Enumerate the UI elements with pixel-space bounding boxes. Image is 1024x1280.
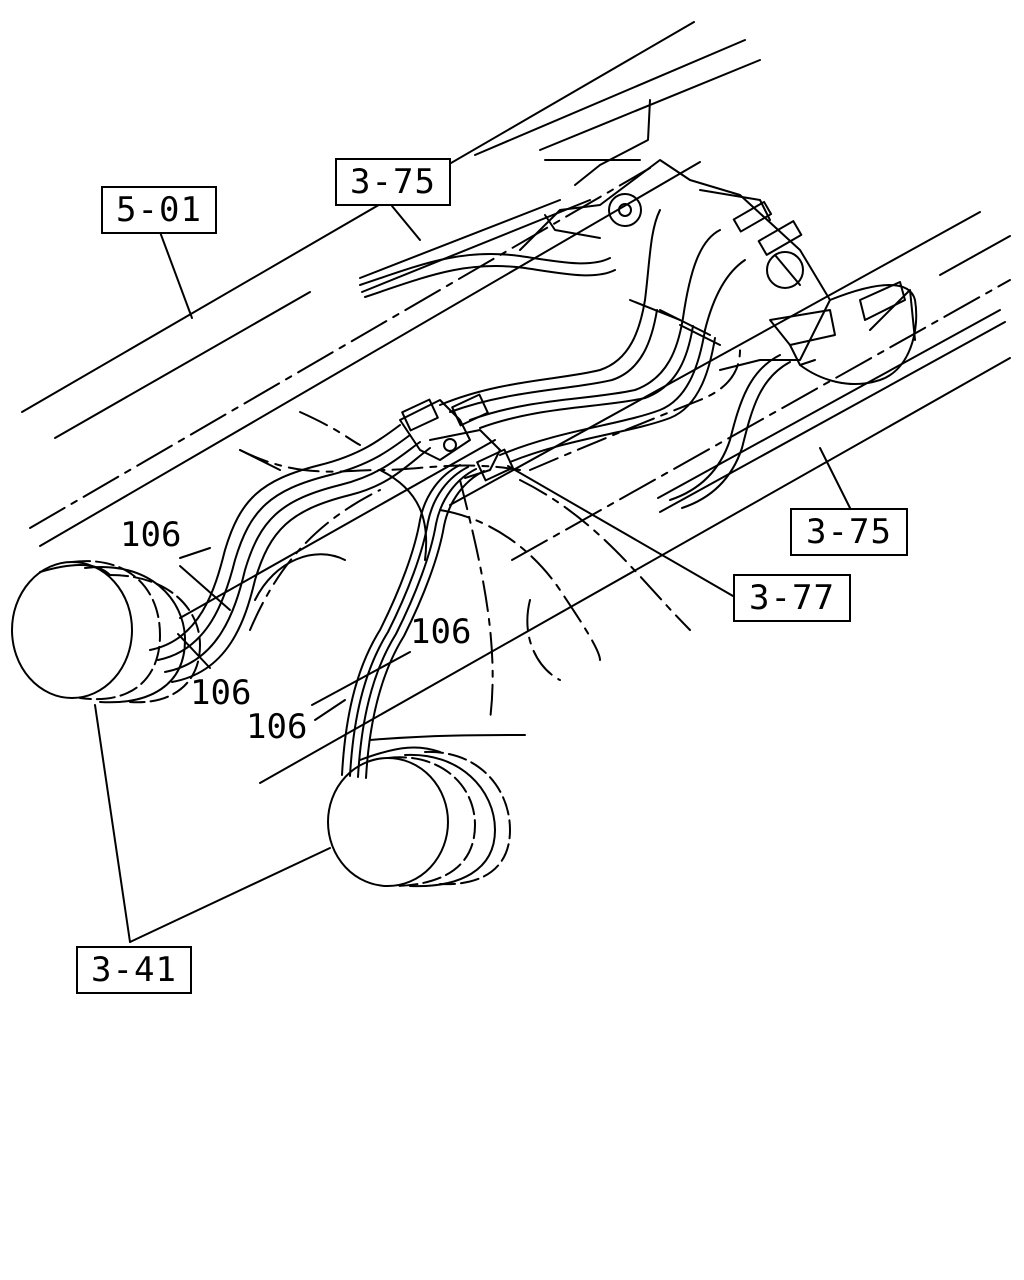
right-chamber-hoses [341,464,485,779]
callout-106-upper-left: 106 [120,515,182,555]
cross-member [519,99,916,371]
leader-lines [94,205,851,943]
cross-member-lines [439,209,746,471]
top-brake-line [359,253,616,298]
connector-block [399,393,514,482]
callout-106-center-upper: 106 [410,612,472,652]
left-chamber-hoses [149,424,431,683]
reference-3-75-top: 3-75 [335,158,451,206]
left-brake-chamber [11,560,201,704]
reference-3-75-right: 3-75 [790,508,908,556]
right-brake-line [669,284,918,509]
right-brake-chamber [327,746,511,888]
reference-3-77: 3-77 [733,574,851,622]
reference-3-41: 3-41 [76,946,192,994]
right-frame-rail [179,211,1011,784]
callout-106-center-lower: 106 [246,707,308,747]
reference-5-01: 5-01 [101,186,217,234]
axle-housing [239,411,691,721]
callout-106-lower-left: 106 [190,673,252,713]
